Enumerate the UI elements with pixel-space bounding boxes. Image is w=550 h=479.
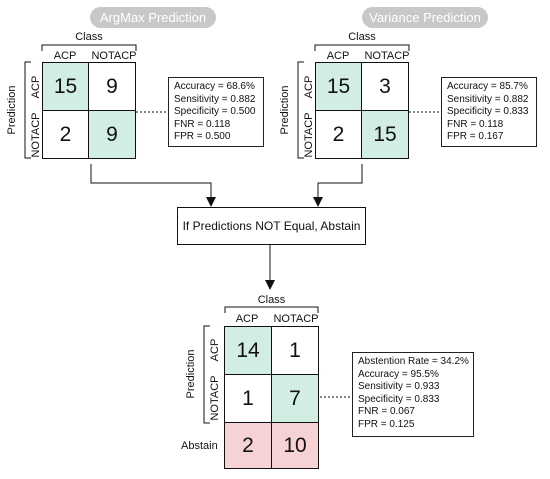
argmax-class-bracket: [41, 44, 137, 51]
argmax-metric-fpr: FPR = 0.500: [174, 131, 231, 143]
combined-metrics-box: Abstention Rate = 34.2% Accuracy = 95.5%…: [352, 352, 474, 437]
combined-class-bracket: [224, 306, 319, 313]
variance-class-label: Class: [348, 31, 376, 43]
variance-col-header-notacp: NOTACP: [364, 50, 410, 62]
variance-prediction-bracket: [297, 61, 304, 159]
variance-metric-fnr: FNR = 0.118: [447, 118, 504, 130]
combined-metric-abstention-rate: Abstention Rate = 34.2%: [358, 356, 469, 367]
variance-cell-fn: 3: [361, 62, 409, 111]
combined-metric-sensitivity: Sensitivity = 0.933: [358, 381, 440, 393]
combined-metric-fnr: FNR = 0.067: [358, 406, 415, 418]
argmax-row-header-notacp: NOTACP: [30, 112, 42, 158]
variance-row-header-notacp: NOTACP: [303, 112, 315, 158]
variance-row-header-acp: ACP: [303, 75, 315, 99]
variance-col-header-acp: ACP: [326, 50, 350, 62]
variance-metric-specificity: Specificity = 0.833: [447, 106, 529, 118]
combined-metric-specificity: Specificity = 0.833: [358, 393, 440, 405]
variance-metric-sensitivity: Sensitivity = 0.882: [447, 93, 529, 105]
combined-prediction-label: Prediction: [185, 349, 197, 399]
combined-metric-fpr: FPR = 0.125: [358, 418, 415, 430]
argmax-metrics-box: Accuracy = 68.6% Sensitivity = 0.882 Spe…: [168, 77, 264, 147]
argmax-metric-sensitivity: Sensitivity = 0.882: [174, 93, 256, 105]
argmax-title: ArgMax Prediction: [90, 7, 216, 28]
decision-box: If Predictions NOT Equal, Abstain: [177, 207, 366, 245]
variance-metric-fpr: FPR = 0.167: [447, 131, 504, 143]
argmax-col-header-acp: ACP: [53, 50, 77, 62]
combined-cell-tn: 7: [271, 374, 319, 423]
combined-metric-accuracy: Accuracy = 95.5%: [358, 368, 439, 380]
combined-prediction-bracket: [203, 325, 210, 424]
abstain-cell-notacp: 10: [271, 422, 319, 469]
argmax-prediction-bracket: [24, 61, 31, 159]
variance-class-bracket: [314, 44, 410, 51]
argmax-metric-accuracy: Accuracy = 68.6%: [174, 81, 255, 92]
argmax-metric-specificity: Specificity = 0.500: [174, 106, 256, 118]
argmax-cell-fp: 2: [42, 110, 89, 159]
argmax-to-decision-arrow: [90, 164, 216, 207]
variance-cell-fp: 2: [315, 110, 362, 159]
combined-cell-fp: 1: [224, 374, 272, 423]
combined-class-label: Class: [257, 294, 286, 306]
combined-col-header-notacp: NOTACP: [273, 313, 319, 325]
argmax-col-header-notacp: NOTACP: [91, 50, 137, 62]
variance-to-decision-arrow: [313, 164, 363, 207]
combined-row-header-acp: ACP: [209, 338, 221, 362]
variance-title: Variance Prediction: [362, 7, 488, 28]
argmax-cell-tn: 9: [88, 110, 136, 159]
variance-prediction-label: Prediction: [279, 85, 291, 135]
argmax-metric-fnr: FNR = 0.118: [174, 118, 231, 130]
combined-cell-tp: 14: [224, 326, 272, 375]
argmax-row-header-acp: ACP: [30, 75, 42, 99]
variance-metric-accuracy: Accuracy = 85.7%: [447, 81, 528, 92]
argmax-class-label: Class: [75, 31, 103, 43]
variance-cell-tp: 15: [315, 62, 362, 111]
abstain-cell-acp: 2: [224, 422, 272, 469]
variance-metrics-box: Accuracy = 85.7% Sensitivity = 0.882 Spe…: [441, 77, 537, 147]
combined-col-header-acp: ACP: [235, 313, 259, 325]
abstain-label: Abstain: [181, 440, 218, 452]
argmax-cell-fn: 9: [88, 62, 136, 111]
variance-cell-tn: 15: [361, 110, 409, 159]
argmax-prediction-label: Prediction: [6, 85, 18, 135]
combined-row-header-notacp: NOTACP: [209, 375, 221, 421]
argmax-cell-tp: 15: [42, 62, 89, 111]
combined-cell-fn: 1: [271, 326, 319, 375]
